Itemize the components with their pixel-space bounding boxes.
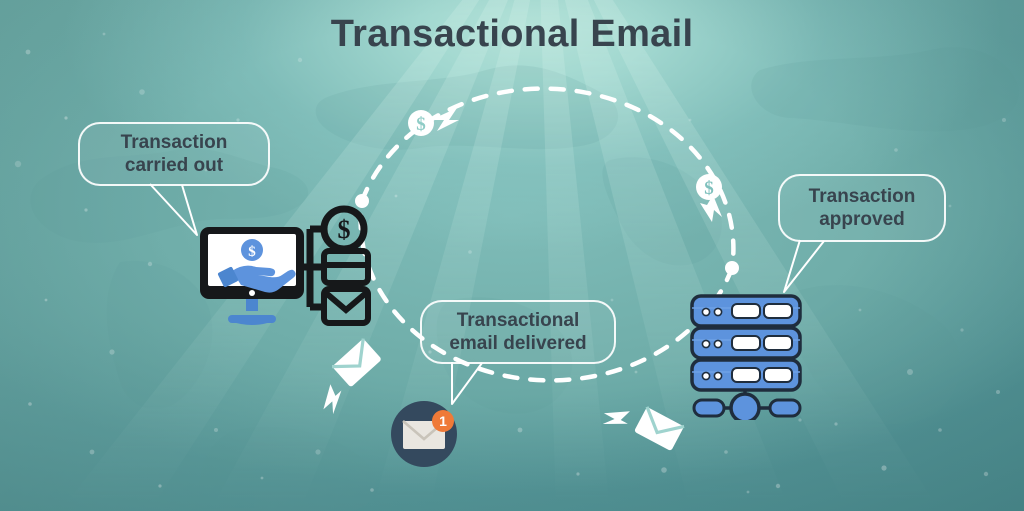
- server-stack-group: [680, 286, 814, 425]
- callout-center-line2: email delivered: [449, 333, 587, 354]
- callout-right-line1: Transaction: [808, 185, 916, 207]
- monitor-stand-icon: [228, 295, 276, 325]
- network-node-icon: [692, 392, 802, 424]
- notification-badge: 1: [432, 410, 454, 432]
- callout-left-line1: Transaction: [120, 131, 228, 153]
- callout-transaction-carried-out: Transaction carried out: [78, 122, 270, 186]
- envelope-icon: [321, 286, 371, 326]
- flow-path-money: [359, 86, 736, 271]
- monitor-transaction-group: $ $: [192, 203, 376, 338]
- callout-transactional-email-delivered: Transactional email delivered: [420, 300, 616, 364]
- dollar-circle-icon: $: [320, 205, 368, 253]
- flow-endpoint-dot-left: [355, 194, 369, 208]
- envelope-arrow-icon-bottom: [602, 406, 685, 451]
- flow-endpoint-dot-right: [725, 261, 739, 275]
- callout-transaction-approved: Transaction approved: [778, 174, 946, 242]
- callout-right-line2: approved: [819, 209, 905, 230]
- callout-left-line2: carried out: [124, 155, 224, 176]
- envelope-arrow-icon-left: [323, 338, 381, 415]
- dollar-coin-arrow-icon-top: $: [408, 108, 459, 136]
- svg-text:$: $: [704, 178, 714, 199]
- page-title: Transactional Email: [330, 13, 694, 55]
- email-received-group: 1: [381, 391, 467, 482]
- svg-text:$: $: [338, 215, 351, 244]
- svg-text:$: $: [248, 244, 256, 260]
- callout-center-line1: Transactional: [456, 309, 580, 331]
- hand-holding-money-icon: $: [217, 239, 296, 293]
- server-rack-icon-1: [690, 294, 802, 328]
- credit-card-icon: [321, 248, 371, 286]
- server-rack-icon-2: [690, 326, 802, 360]
- server-rack-icon-3: [690, 358, 802, 392]
- dollar-coin-arrow-icon-right: $: [696, 174, 722, 222]
- svg-text:$: $: [416, 114, 426, 135]
- notification-badge-count: 1: [439, 413, 447, 429]
- flow-path-email: [358, 198, 735, 383]
